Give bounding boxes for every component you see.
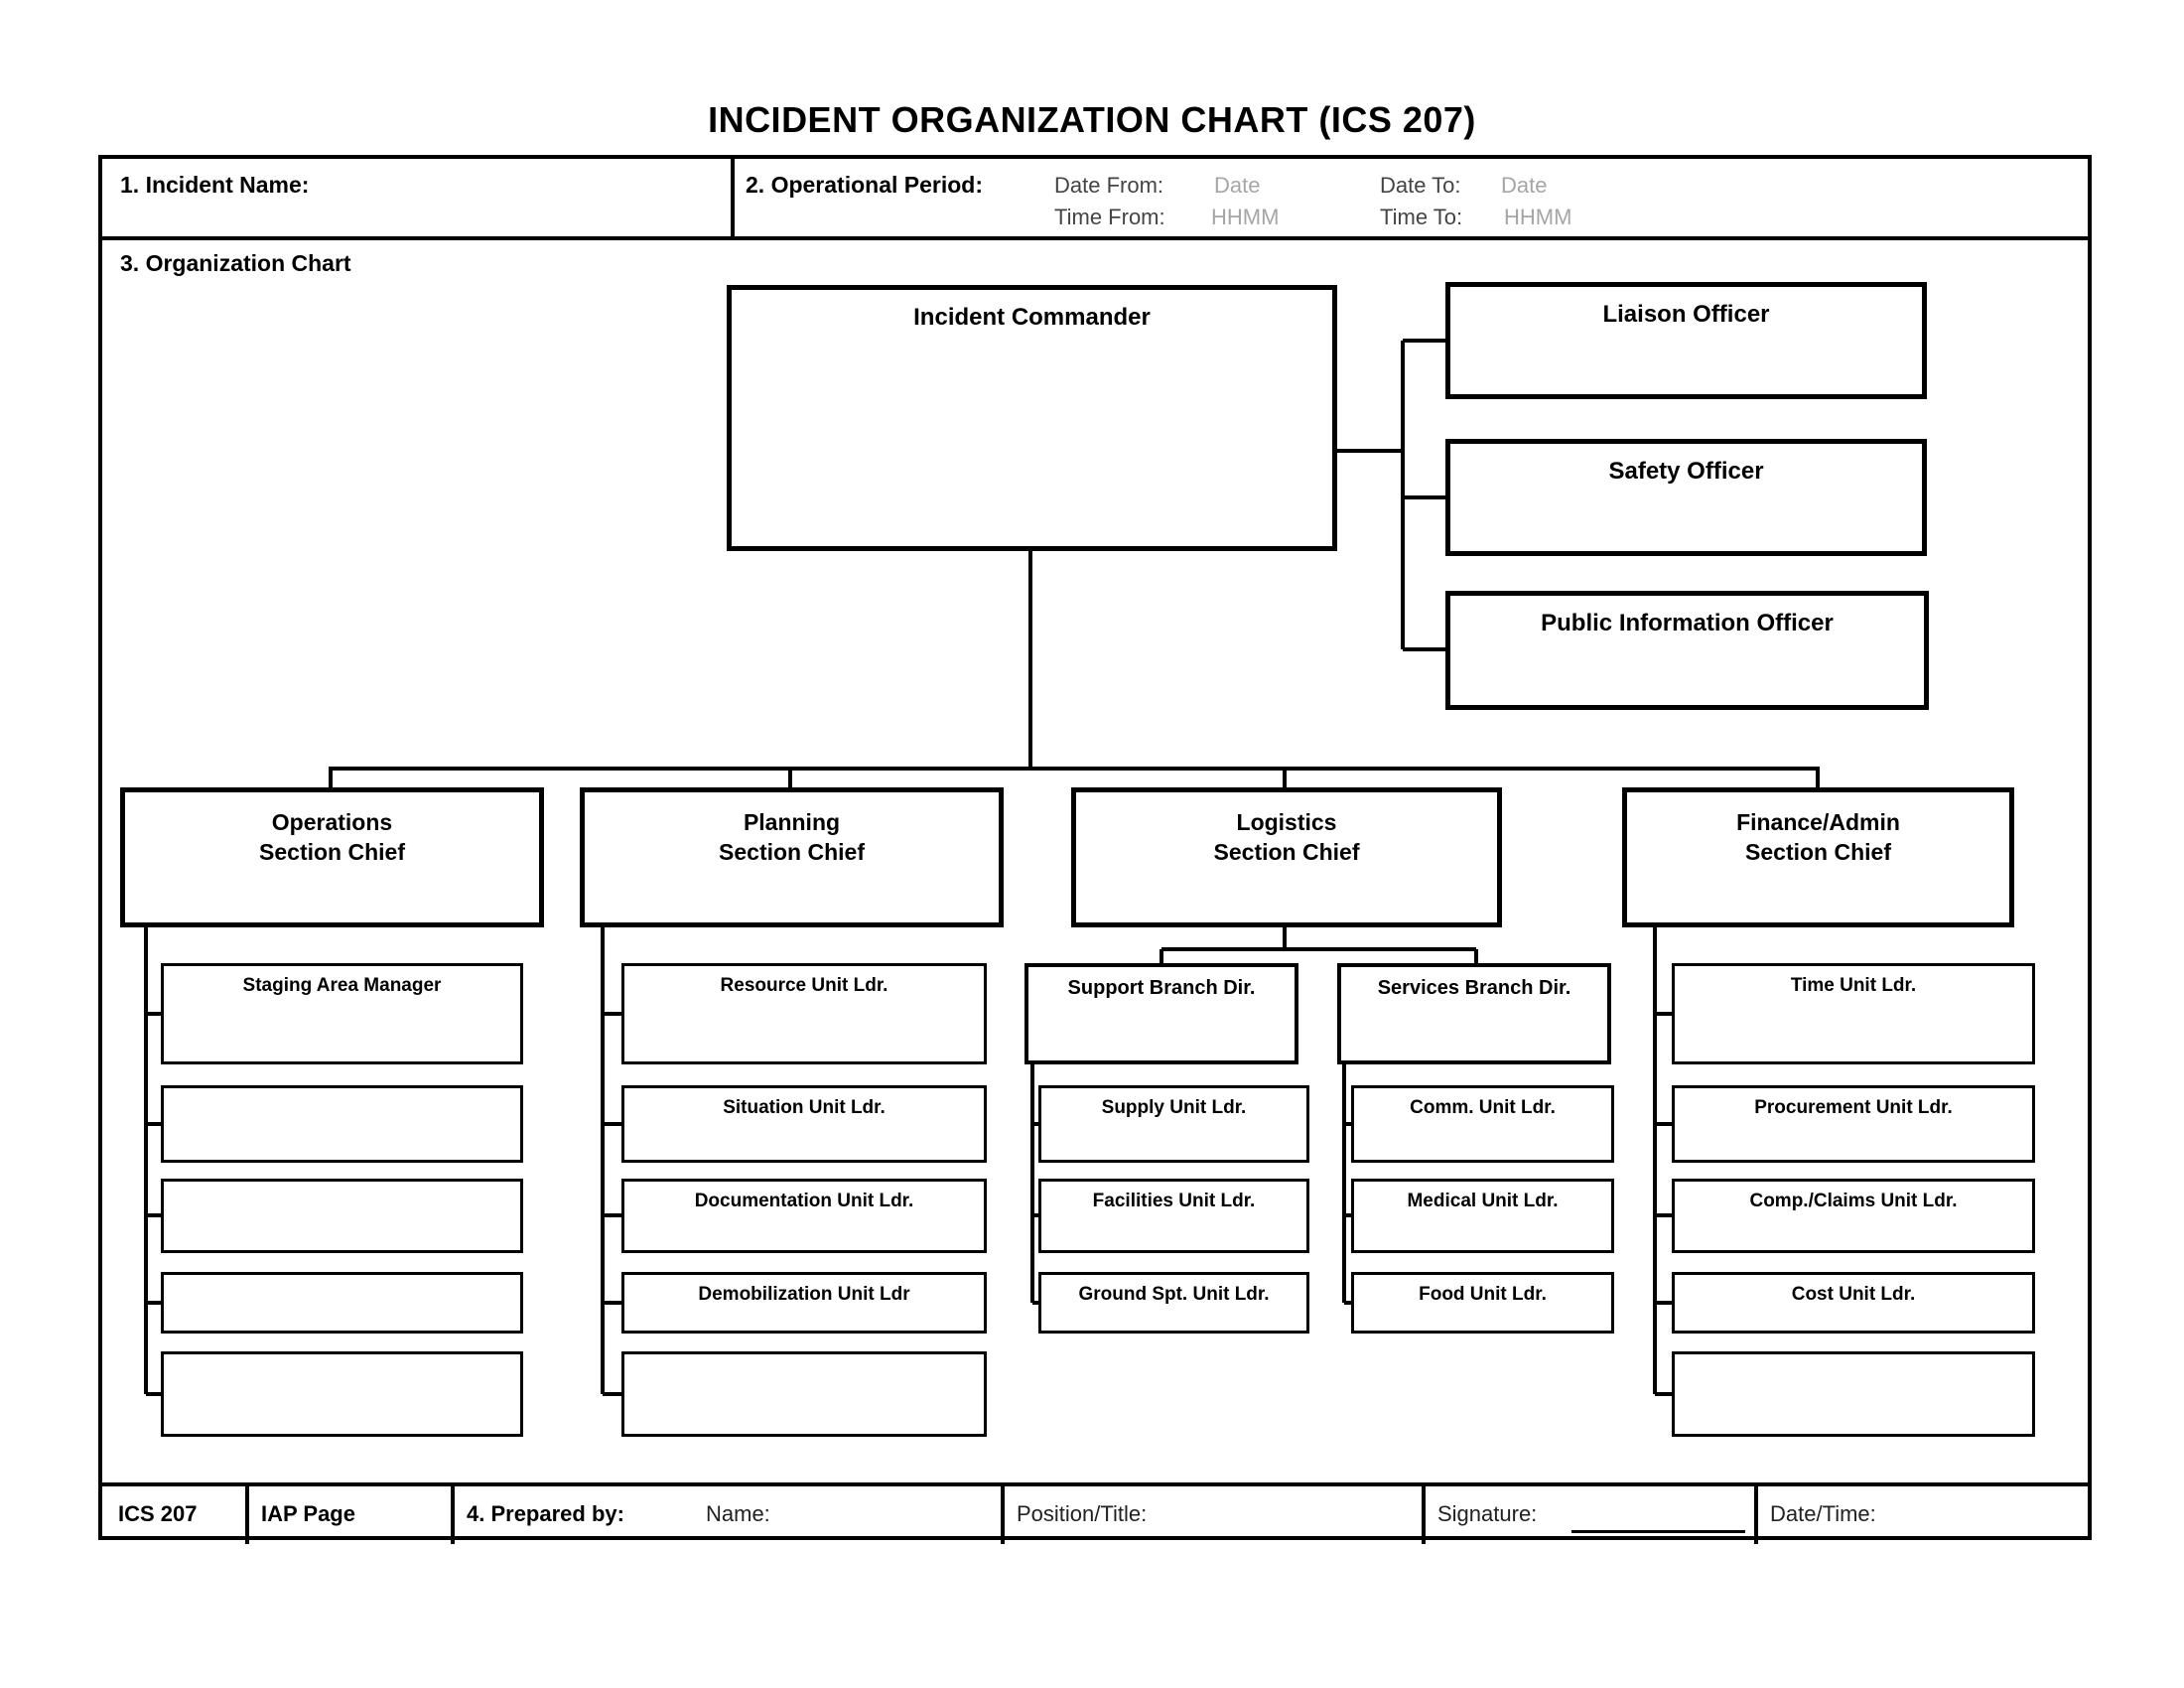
footer-cell-divider [1001,1486,1005,1544]
unit-label: Facilities Unit Ldr. [1092,1191,1256,1211]
time-from-input[interactable]: HHMM [1211,205,1280,229]
unit-label: Situation Unit Ldr. [723,1097,886,1118]
date-from-label: Date From: [1054,173,1164,198]
unit-label: Time Unit Ldr. [1790,975,1917,996]
time-to-input[interactable]: HHMM [1504,205,1572,229]
signature-field[interactable] [1571,1530,1745,1533]
connector-line [1337,339,1445,651]
logistics-section-chief-label: Logistics Section Chief [1213,809,1360,865]
connector-line [601,927,625,1396]
unit-label: Documentation Unit Ldr. [694,1191,914,1211]
position-title-label: Position/Title: [1017,1501,1148,1526]
organization-chart-label: 3. Organization Chart [120,250,351,276]
unit-label: Medical Unit Ldr. [1407,1191,1559,1211]
services-branch-director-box[interactable]: Services Branch Dir. [1337,963,1611,1064]
finance-admin-section-chief-label: Finance/Admin Section Chief [1736,809,1900,865]
support-branch-director-box[interactable]: Support Branch Dir. [1024,963,1298,1064]
connector-line [1160,927,1478,965]
unit-label: Ground Spt. Unit Ldr. [1078,1284,1270,1305]
unit-label: Cost Unit Ldr. [1791,1284,1916,1305]
documentation-unit-leader-box[interactable]: Documentation Unit Ldr. [621,1179,987,1253]
branch-director-label: Services Branch Dir. [1377,977,1571,999]
date-to-label: Date To: [1380,173,1461,198]
unit-label: Food Unit Ldr. [1419,1284,1547,1305]
safety-officer-label: Safety Officer [1608,458,1764,485]
connector-line [329,551,1820,791]
incident-commander-box[interactable]: Incident Commander [727,285,1337,551]
medical-unit-leader-box[interactable]: Medical Unit Ldr. [1351,1179,1614,1253]
branch-director-label: Support Branch Dir. [1067,977,1256,999]
planning-section-chief-box[interactable]: Planning Section Chief [580,787,1004,927]
public-information-officer-label: Public Information Officer [1541,610,1834,636]
staging-area-manager-box[interactable]: Staging Area Manager [161,963,523,1064]
ground-support-unit-leader-box[interactable]: Ground Spt. Unit Ldr. [1038,1272,1309,1334]
unit-label: Comp./Claims Unit Ldr. [1749,1191,1958,1211]
communications-unit-leader-box[interactable]: Comm. Unit Ldr. [1351,1085,1614,1163]
position-title-field[interactable] [1164,1492,1418,1538]
planning-section-chief-label: Planning Section Chief [719,809,865,865]
header-cell-divider [731,159,735,240]
date-time-field[interactable] [1889,1492,2078,1538]
unit-label: Comm. Unit Ldr. [1410,1097,1556,1118]
logistics-section-chief-box[interactable]: Logistics Section Chief [1071,787,1502,927]
iap-page-label: IAP Page [261,1501,355,1526]
supply-unit-leader-box[interactable]: Supply Unit Ldr. [1038,1085,1309,1163]
connector-line [1342,1064,1355,1305]
time-from-label: Time From: [1054,205,1165,229]
operational-period-label: 2. Operational Period: [746,172,983,198]
date-to-input[interactable]: Date [1501,173,1548,198]
connector-line [1030,1064,1042,1305]
org-chart-connectors [144,339,1820,1396]
footer-cell-divider [1754,1486,1758,1544]
empty-unit-box[interactable] [161,1272,523,1334]
unit-label: Staging Area Manager [242,975,442,996]
connector-line [1653,927,1676,1396]
cost-unit-leader-box[interactable]: Cost Unit Ldr. [1672,1272,2035,1334]
unit-label: Procurement Unit Ldr. [1754,1097,1953,1118]
demobilization-unit-leader-box[interactable]: Demobilization Unit Ldr [621,1272,987,1334]
empty-unit-box[interactable] [161,1351,523,1437]
liaison-officer-label: Liaison Officer [1602,301,1770,328]
connector-line [144,927,165,1396]
procurement-unit-leader-box[interactable]: Procurement Unit Ldr. [1672,1085,2035,1163]
unit-label: Resource Unit Ldr. [720,975,888,996]
time-unit-leader-box[interactable]: Time Unit Ldr. [1672,963,2035,1064]
empty-unit-box[interactable] [161,1085,523,1163]
footer-cell-divider [245,1486,249,1544]
header-row: 1. Incident Name: 2. Operational Period:… [102,159,2088,240]
signature-label: Signature: [1437,1501,1538,1526]
comp-claims-unit-leader-box[interactable]: Comp./Claims Unit Ldr. [1672,1179,2035,1253]
empty-unit-box[interactable] [621,1351,987,1437]
facilities-unit-leader-box[interactable]: Facilities Unit Ldr. [1038,1179,1309,1253]
operations-section-chief-label: Operations Section Chief [259,809,405,865]
unit-label: Supply Unit Ldr. [1101,1097,1247,1118]
operations-section-chief-box[interactable]: Operations Section Chief [120,787,544,927]
empty-unit-box[interactable] [1672,1351,2035,1437]
form-title: INCIDENT ORGANIZATION CHART (ICS 207) [708,99,1476,140]
footer-cell-divider [1422,1486,1426,1544]
footer-cell-divider [451,1486,455,1544]
food-unit-leader-box[interactable]: Food Unit Ldr. [1351,1272,1614,1334]
form-body: 1. Incident Name: 2. Operational Period:… [98,155,2092,1544]
prepared-by-label: 4. Prepared by: [467,1501,624,1526]
incident-name-label: 1. Incident Name: [120,172,310,198]
empty-unit-box[interactable] [161,1179,523,1253]
liaison-officer-box[interactable]: Liaison Officer [1445,282,1927,399]
incident-commander-label: Incident Commander [913,304,1151,331]
public-information-officer-box[interactable]: Public Information Officer [1445,591,1929,710]
safety-officer-box[interactable]: Safety Officer [1445,439,1927,556]
date-time-label: Date/Time: [1770,1501,1876,1526]
date-from-input[interactable]: Date [1214,173,1261,198]
name-label: Name: [706,1501,770,1526]
situation-unit-leader-box[interactable]: Situation Unit Ldr. [621,1085,987,1163]
time-to-label: Time To: [1380,205,1463,229]
resource-unit-leader-box[interactable]: Resource Unit Ldr. [621,963,987,1064]
form-id-label: ICS 207 [118,1501,198,1526]
unit-label: Demobilization Unit Ldr [698,1284,910,1305]
footer-row: ICS 207 IAP Page 4. Prepared by: Name: P… [102,1482,2088,1544]
prepared-by-name-field[interactable] [777,1492,996,1538]
finance-admin-section-chief-box[interactable]: Finance/Admin Section Chief [1622,787,2014,927]
